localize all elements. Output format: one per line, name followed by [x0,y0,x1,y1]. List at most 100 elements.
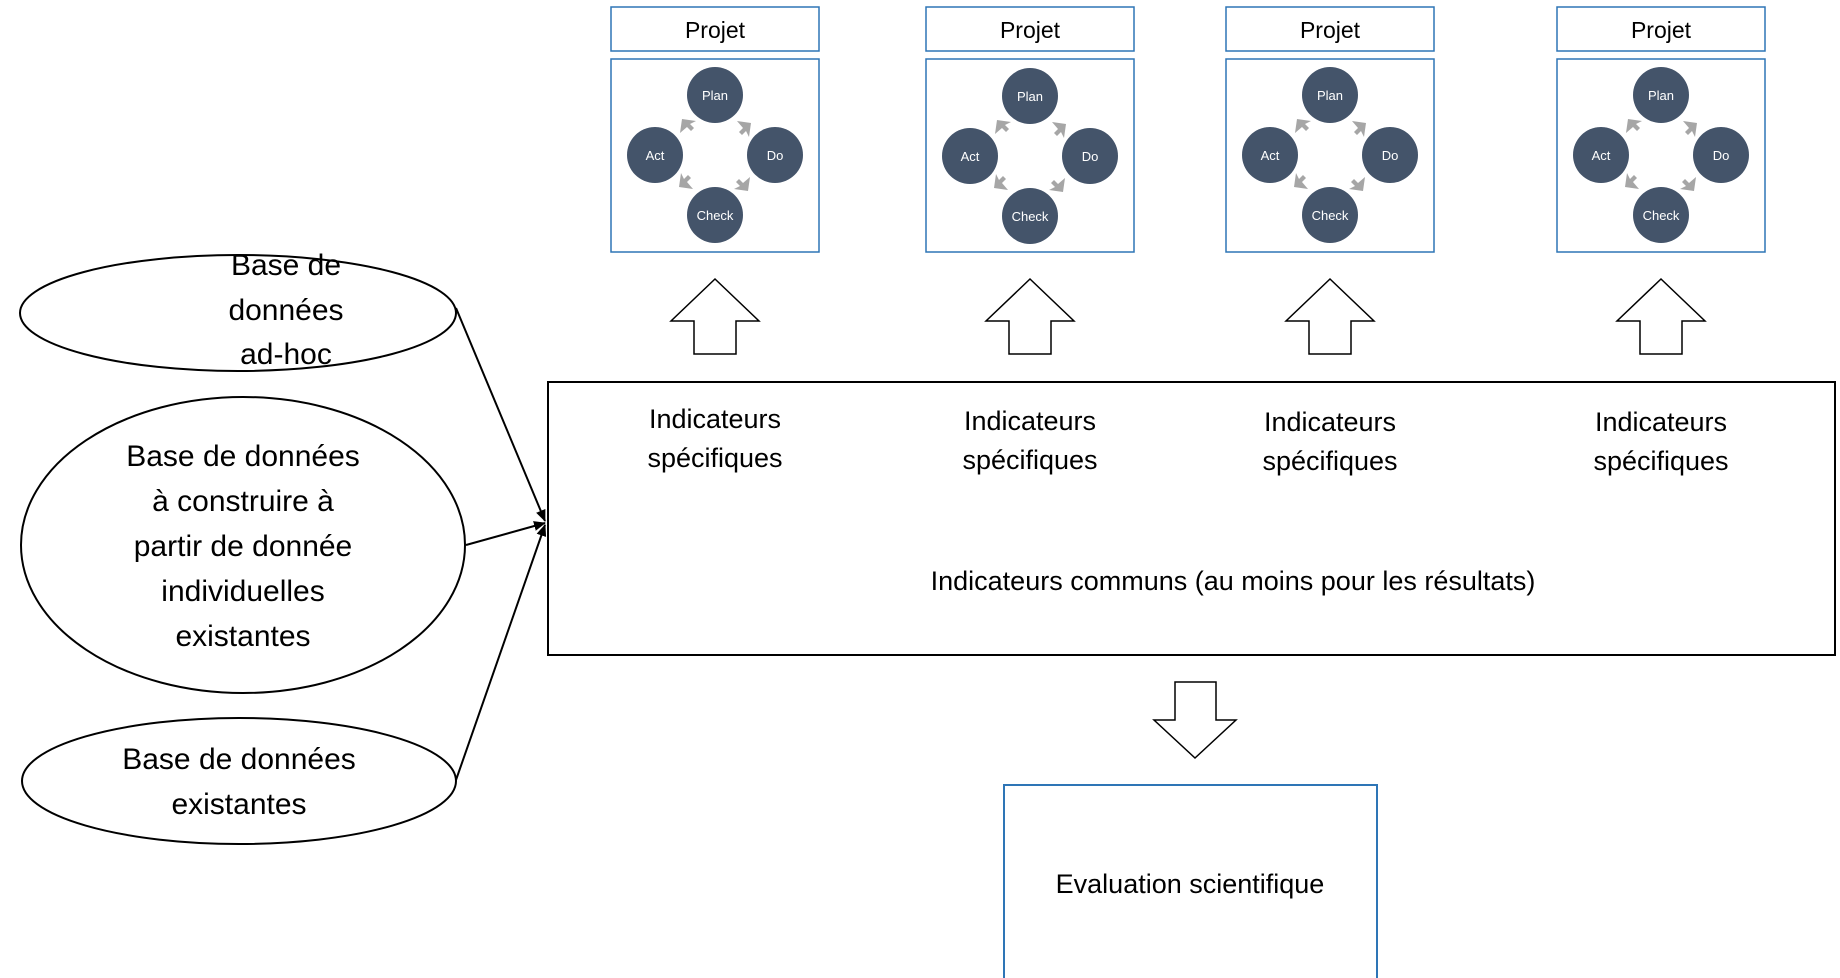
specific-indicators-line-1: Indicateurs [1264,407,1396,437]
pdca-cycle: Plan Do Check Act [1242,67,1418,243]
database-label-line: Base de données [122,743,356,776]
project-title: Projet [1631,17,1692,43]
plan-label: Plan [1017,89,1043,104]
plan-node [1633,67,1689,123]
cycle-arrow-icon [1295,119,1311,133]
project-title: Projet [1300,17,1361,43]
specific-indicators-line-2: spécifiques [1262,446,1397,476]
connector-adhoc [455,307,546,522]
project-title-box [925,6,1135,52]
database-to-build: Base de données à construire à partir de… [20,396,466,694]
cycle-arrow-icon [1349,177,1365,191]
check-label: Check [697,208,734,223]
pdca-cycle: Plan Do Check Act [1573,67,1749,243]
database-label-line: Base de [231,249,341,282]
plan-node [687,67,743,123]
act-node [627,127,683,183]
database-ellipse [19,254,457,372]
pdca-cycle: Plan Do Check Act [627,67,803,243]
connector-build [465,521,546,546]
do-node [1062,128,1118,184]
project-title: Projet [685,17,746,43]
evaluation-box [1003,784,1378,978]
project-4: Projet Plan Do Check Act Indicateurs spé… [1556,6,1766,476]
act-node [1242,127,1298,183]
database-label-line: à construire à [152,485,334,518]
evaluation-label: Evaluation scientifique [1056,869,1325,899]
specific-indicators-line-1: Indicateurs [1595,407,1727,437]
check-label: Check [1643,208,1680,223]
cycle-arrow-icon [1626,119,1642,133]
cycle-arrow-icon [1680,177,1696,191]
database-label-line: individuelles [161,575,324,608]
cycle-arrow-icon [1625,173,1639,189]
database-ellipse [21,717,457,845]
indicators-box [547,381,1836,656]
cycle-arrow-icon [1052,122,1066,138]
plan-label: Plan [1317,88,1343,103]
database-ellipse [20,396,466,694]
plan-node [1302,67,1358,123]
do-label: Do [1082,149,1099,164]
project-title-box [1225,6,1435,52]
database-existing: Base de données existantes [21,717,457,845]
project-2: Projet Plan Do Check Act Indicateurs spé… [925,6,1135,475]
act-node [1573,127,1629,183]
database-label-line: partir de donnée [134,530,353,563]
pdca-cycle: Plan Do Check Act [942,68,1118,244]
check-label: Check [1312,208,1349,223]
do-label: Do [1713,148,1730,163]
project-3: Projet Plan Do Check Act Indicateurs spé… [1225,6,1435,476]
check-label: Check [1012,209,1049,224]
database-label-line: Base de données [126,440,360,473]
database-label-line: ad-hoc [240,338,332,371]
specific-indicators-line-2: spécifiques [962,445,1097,475]
do-label: Do [1382,148,1399,163]
cycle-arrow-icon [679,173,693,189]
act-label: Act [1592,148,1611,163]
do-node [1693,127,1749,183]
specific-indicators-line-1: Indicateurs [649,404,781,434]
up-arrow-icon [1284,277,1376,355]
down-arrow-icon [1152,681,1238,760]
specific-indicators-line-2: spécifiques [1593,446,1728,476]
cycle-arrow-icon [734,177,750,191]
up-arrow-icon [1615,277,1707,355]
cycle-arrow-icon [680,119,696,133]
project-title: Projet [1000,17,1061,43]
act-label: Act [961,149,980,164]
cycle-arrow-icon [1352,121,1366,137]
cycle-arrow-icon [1294,173,1308,189]
act-node [942,128,998,184]
do-node [1362,127,1418,183]
specific-indicators-line-2: spécifiques [647,443,782,473]
database-adhoc: Base de données ad-hoc [19,249,457,372]
specific-indicators-line-1: Indicateurs [964,406,1096,436]
do-label: Do [767,148,784,163]
up-arrow-icon [984,277,1076,355]
cycle-arrow-icon [994,174,1008,190]
check-node [1633,187,1689,243]
database-label-line: existantes [175,620,310,653]
check-node [1302,187,1358,243]
check-node [687,187,743,243]
database-label-line: données [228,294,343,327]
plan-node [1002,68,1058,124]
plan-label: Plan [702,88,728,103]
project-title-box [1556,6,1766,52]
up-arrow-icon [669,277,761,355]
cycle-arrow-icon [1049,178,1065,192]
plan-label: Plan [1648,88,1674,103]
act-label: Act [646,148,665,163]
connector-existing [455,524,547,781]
common-indicators-label: Indicateurs communs (au moins pour les r… [931,566,1536,596]
project-1: Projet Plan Do Check Act Indicateurs spé… [610,6,820,473]
do-node [747,127,803,183]
project-title-box [610,6,820,52]
cycle-arrow-icon [737,121,751,137]
check-node [1002,188,1058,244]
act-label: Act [1261,148,1280,163]
database-label-line: existantes [171,788,306,821]
cycle-arrow-icon [1683,121,1697,137]
